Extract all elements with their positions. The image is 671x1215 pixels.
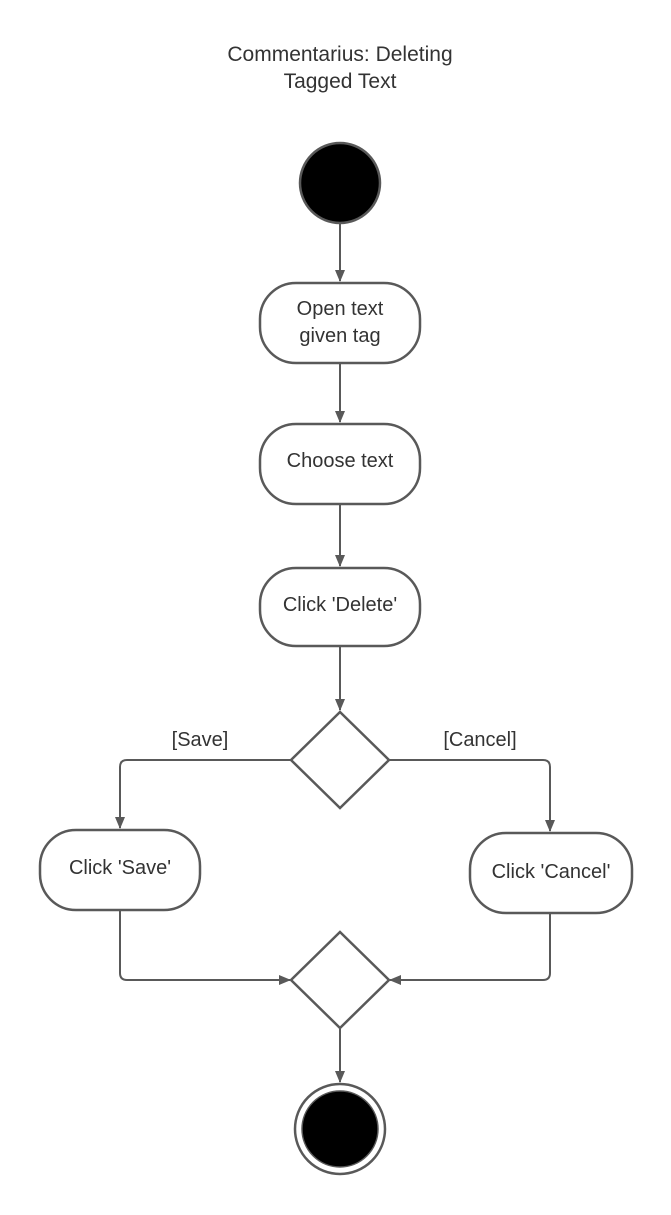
action-open-text-given-tag: [258, 281, 422, 365]
guard-label-cancel: [Cancel]: [443, 729, 516, 751]
action-choose-text: [258, 422, 422, 506]
edge-decision-to-click-save: [115, 759, 291, 829]
end-node-inner: [301, 1090, 379, 1168]
action-click-cancel-label: Click 'Cancel': [492, 861, 611, 883]
action-open-text-label-line-2: given tag: [299, 325, 380, 347]
merge-diamond: [289, 930, 391, 1030]
action-click-save: [38, 828, 202, 912]
guard-label-save: [Save]: [172, 729, 229, 751]
diagram-title-line-2: Tagged Text: [284, 70, 397, 93]
action-click-save-label: Click 'Save': [69, 857, 171, 879]
action-click-cancel: [468, 831, 634, 915]
action-click-delete-label: Click 'Delete': [283, 594, 397, 616]
action-click-delete: [258, 566, 422, 648]
edge-click-save-to-merge: [119, 910, 291, 985]
action-choose-text-label: Choose text: [287, 450, 394, 472]
action-open-text-label-line-1: Open text: [297, 298, 384, 320]
decision-diamond: [289, 710, 391, 810]
diagram-title-line-1: Commentarius: Deleting: [227, 43, 452, 66]
start-node: [298, 141, 382, 225]
edge-click-cancel-to-merge: [389, 913, 551, 985]
edge-decision-to-click-cancel: [389, 759, 555, 832]
